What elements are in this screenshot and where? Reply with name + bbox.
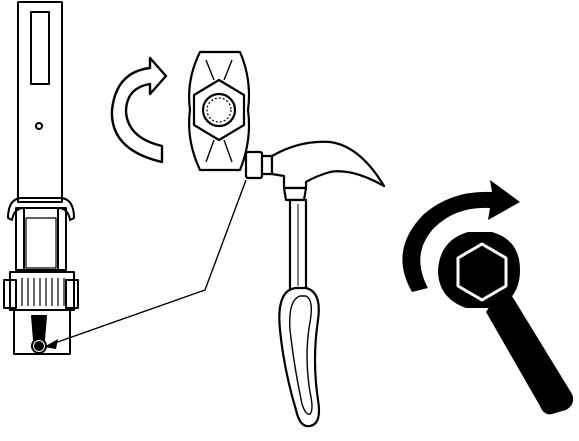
- column-slot: [30, 11, 50, 85]
- claw-hammer-icon: [244, 140, 386, 428]
- wrench-icon: [438, 232, 574, 415]
- column-collar: [7, 197, 75, 221]
- hammer-face: [244, 150, 264, 180]
- rotate-clockwise-arrow-icon: [110, 56, 168, 164]
- base-wing-nut: [31, 315, 47, 341]
- column-base-plate: [13, 309, 71, 355]
- column-assembly: [3, 1, 79, 355]
- hammer-head: [270, 140, 386, 190]
- column-bracket: [15, 207, 67, 271]
- wing-nut-icon: [188, 50, 251, 172]
- leader-line-pointer: [44, 179, 247, 349]
- rotate-arrow-icon: [402, 180, 520, 292]
- column-hole: [35, 122, 43, 130]
- column-post: [17, 1, 63, 203]
